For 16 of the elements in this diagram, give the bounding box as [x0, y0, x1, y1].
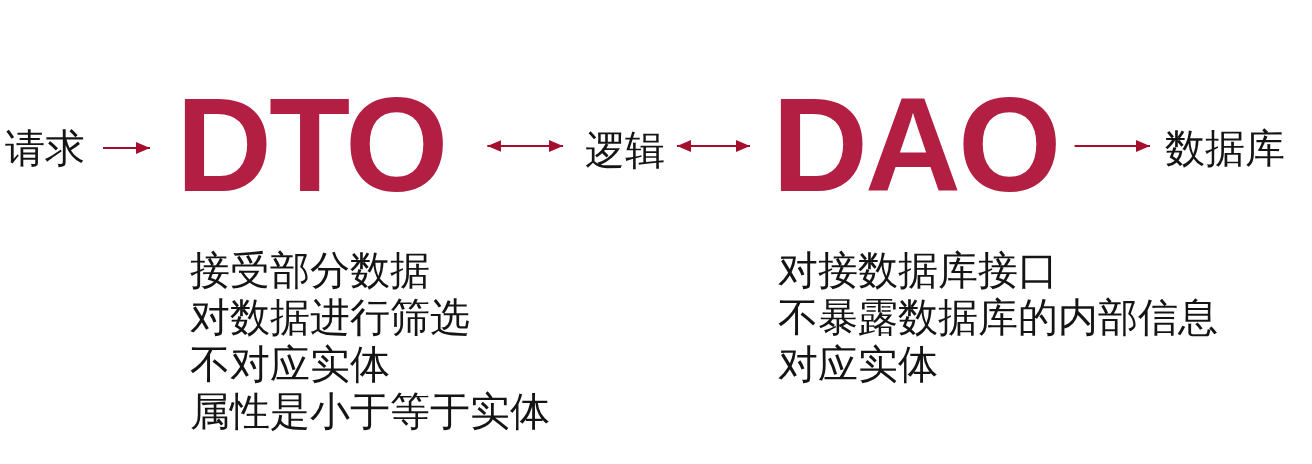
arrow	[486, 140, 564, 152]
term-label: 逻辑	[585, 128, 665, 172]
note-text: 接受部分数据	[190, 247, 430, 293]
note-text: 不暴露数据库的内部信息	[778, 294, 1218, 340]
note-text: 对数据进行筛选	[190, 294, 470, 340]
heading-text: DAO	[772, 95, 1059, 195]
note-text: 属性是小于等于实体	[190, 388, 550, 434]
term-label: 数据库	[1165, 126, 1285, 170]
arrow	[676, 140, 751, 152]
term-label: 请求	[5, 126, 85, 170]
note-text: 对应实体	[778, 341, 938, 387]
note-text: 不对应实体	[190, 341, 390, 387]
arrow	[102, 142, 151, 154]
heading-text: DTO	[176, 95, 446, 195]
arrow	[1073, 140, 1151, 152]
note-text: 对接数据库接口	[778, 247, 1058, 293]
